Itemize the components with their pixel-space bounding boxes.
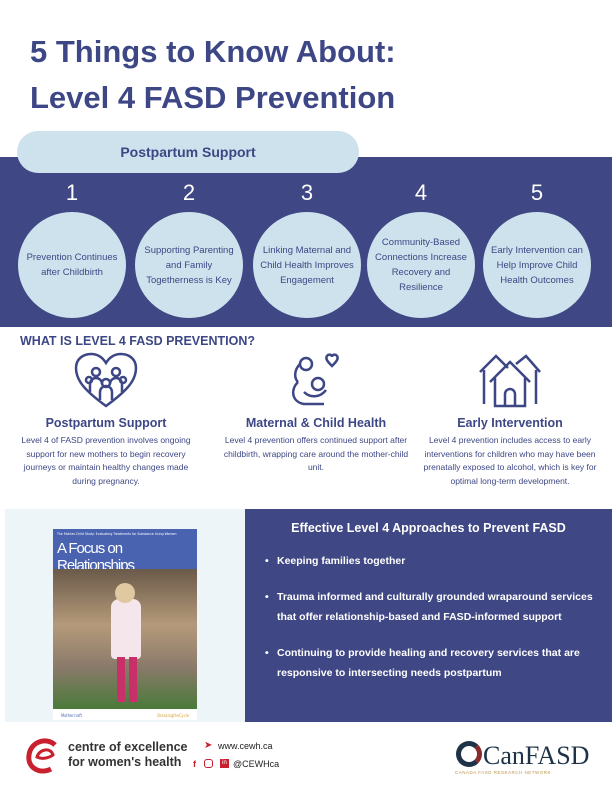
page-title-line1: 5 Things to Know About:: [30, 34, 396, 69]
approach-item: Trauma informed and culturally grounded …: [265, 587, 612, 627]
column-title: Maternal & Child Health: [245, 416, 387, 430]
instagram-icon[interactable]: [204, 759, 213, 768]
cewh-logo-icon: [26, 738, 57, 774]
mother-child-icon: [291, 353, 339, 406]
info-column: Maternal & Child Health Level 4 preventi…: [221, 352, 411, 475]
postpartum-banner: Postpartum Support: [17, 131, 359, 173]
thing-circle: Prevention Continues after Childbirth: [18, 212, 126, 318]
approaches-heading: Effective Level 4 Approaches to Prevent …: [291, 521, 566, 535]
facebook-icon[interactable]: f: [193, 759, 196, 769]
section-heading: WHAT IS LEVEL 4 FASD PREVENTION?: [20, 334, 255, 348]
page-title-line2: Level 4 FASD Prevention: [30, 80, 396, 115]
canfasd-logo-icon: [456, 741, 482, 767]
linkedin-icon[interactable]: in: [220, 759, 229, 768]
book-cover[interactable]: The Mother-Child Study: Evaluating Treat…: [53, 529, 197, 720]
thing-circle: Early Intervention can Help Improve Chil…: [483, 212, 591, 318]
thing-number: 4: [414, 180, 428, 205]
approaches-panel: Effective Level 4 Approaches to Prevent …: [245, 509, 612, 722]
thing-circle: Linking Maternal and Child Health Improv…: [253, 212, 361, 318]
thing-circle: Community-Based Connections Increase Rec…: [367, 212, 475, 318]
info-column: Early Intervention Level 4 prevention in…: [415, 352, 605, 488]
column-text: Level 4 prevention offers continued supp…: [223, 435, 409, 472]
canfasd-subtitle: CANADA FASD RESEARCH NETWORK: [455, 770, 552, 775]
thing-number: 5: [530, 180, 544, 205]
houses-icon: [479, 354, 541, 408]
book-subtitle: The Mother-Child Study: Evaluating Treat…: [57, 532, 177, 536]
thing-number: 2: [182, 180, 196, 205]
cursor-icon: ➤: [204, 740, 213, 751]
social-handle[interactable]: @CEWHca: [233, 759, 280, 769]
cewh-name-line2: for women's health: [68, 755, 182, 769]
website-link[interactable]: www.cewh.ca: [218, 741, 273, 751]
thing-number: 1: [65, 180, 79, 205]
info-column: Postpartum Support Level 4 of FASD preve…: [11, 352, 201, 488]
canfasd-name: CanFASD: [483, 741, 590, 770]
mothercraft-logo: Mothercraft: [61, 713, 82, 718]
breakingthecycle-logo: BreakingtheCycle: [157, 713, 189, 718]
family-heart-icon: [74, 352, 138, 408]
thing-circle: Supporting Parenting and Family Together…: [135, 212, 243, 318]
thing-number: 3: [300, 180, 314, 205]
book-photo: [53, 569, 197, 709]
column-title: Early Intervention: [457, 416, 563, 430]
approach-item: Continuing to provide healing and recove…: [265, 643, 612, 683]
cewh-name-line1: centre of excellence: [68, 740, 188, 754]
approach-item: Keeping families together: [265, 551, 612, 571]
column-text: Level 4 of FASD prevention involves ongo…: [21, 435, 191, 486]
column-title: Postpartum Support: [45, 416, 167, 430]
column-text: Level 4 prevention includes access to ea…: [423, 435, 597, 486]
